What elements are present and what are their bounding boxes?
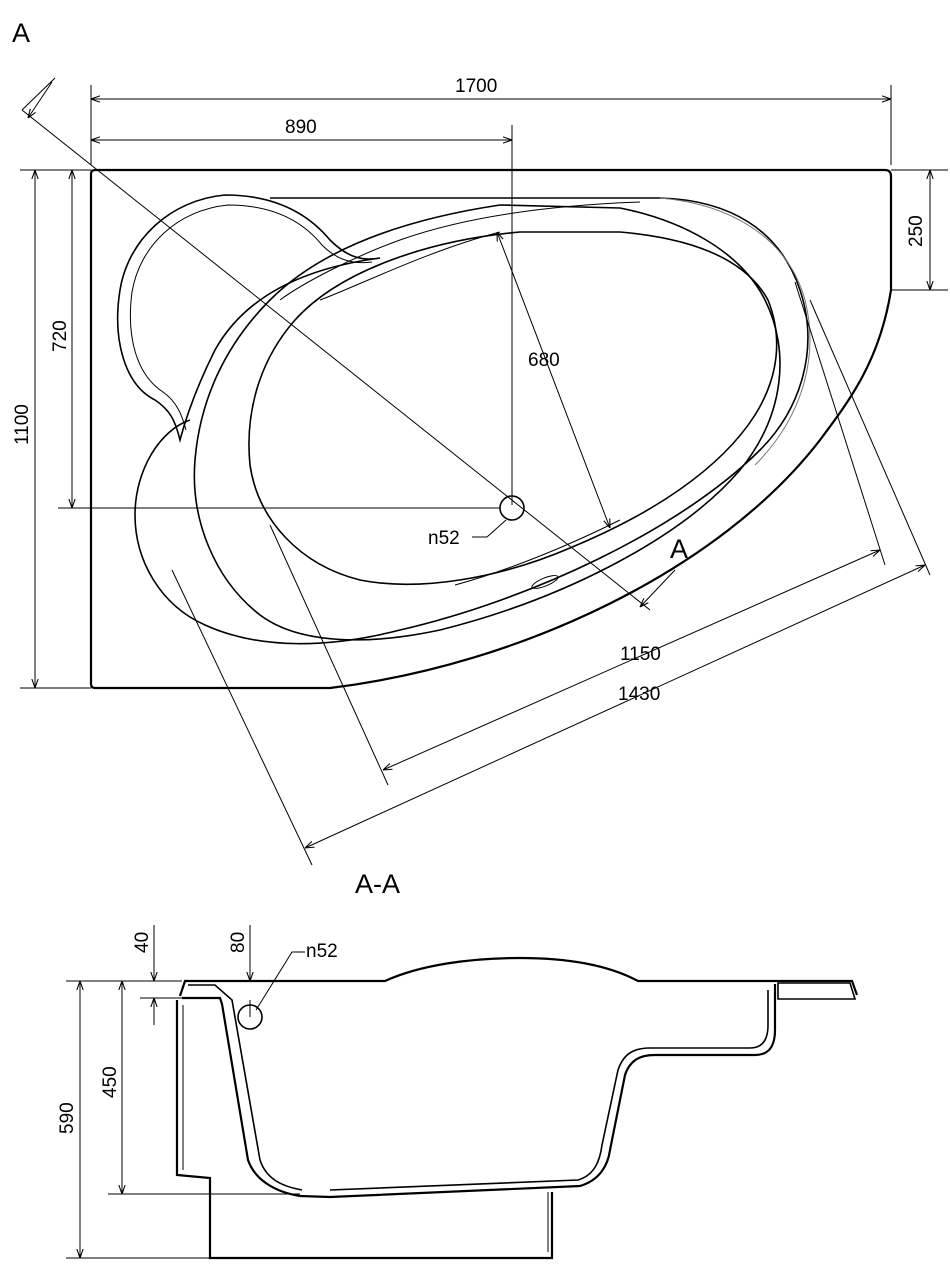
dim-text-450: 450: [100, 1066, 121, 1098]
section-rim-lip: [777, 982, 857, 1000]
front-ridge: [454, 519, 621, 586]
view-label-a: A: [12, 18, 30, 48]
ext-line-1430-b: [809, 299, 931, 576]
section-arrow-top: [28, 81, 53, 118]
drain-leader: [472, 519, 507, 538]
dim-text-1430: 1430: [618, 684, 660, 705]
dim-text-40: 40: [132, 932, 153, 953]
section-left-wall-inner: [188, 984, 303, 1191]
rim-outer: [134, 197, 809, 645]
drain-label: n52: [428, 528, 460, 549]
section-title: A-A: [355, 869, 400, 899]
top-view: A A 1700 890: [12, 18, 948, 866]
dim-text-590: 590: [57, 1102, 78, 1134]
ext-line-1150-b: [794, 281, 886, 566]
dim-line-680: [497, 232, 610, 528]
dim-line-1430: [305, 565, 925, 848]
dim-text-890: 890: [285, 117, 317, 138]
rim-grey-outline: [659, 197, 811, 466]
overflow-slot: [531, 575, 559, 589]
basin-inner: [248, 231, 778, 586]
dim-text-250: 250: [906, 215, 927, 247]
section-basin-inner: [329, 990, 769, 1191]
section-line-tick-top: [21, 77, 56, 111]
dim-text-720: 720: [50, 320, 71, 352]
overflow-label: n52: [306, 941, 338, 962]
section-apron: [175, 1000, 554, 1260]
dim-text-80: 80: [228, 932, 249, 953]
ext-line-1430-a: [171, 569, 313, 866]
section-rim: [178, 956, 859, 997]
headrest-outline: [116, 194, 381, 444]
dim-text-1700: 1700: [455, 76, 497, 97]
outer-contour: [89, 168, 893, 690]
section-arrow-bottom: [640, 569, 676, 607]
dim-text-1150: 1150: [620, 644, 661, 665]
section-view: A-A n52 40 80 590 450: [57, 869, 859, 1260]
overflow-leader: [255, 951, 305, 1011]
section-left-wall: [182, 996, 301, 1198]
headrest-inner: [129, 204, 373, 431]
section-basin-bottom: [299, 984, 777, 1199]
seat-ridge-2: [319, 231, 501, 301]
section-marker-a: A: [670, 534, 688, 564]
seat-ridge-1: [279, 201, 641, 301]
dim-text-680: 680: [528, 350, 560, 371]
ext-line-1150-a: [269, 524, 389, 786]
dim-text-1100: 1100: [12, 404, 33, 445]
